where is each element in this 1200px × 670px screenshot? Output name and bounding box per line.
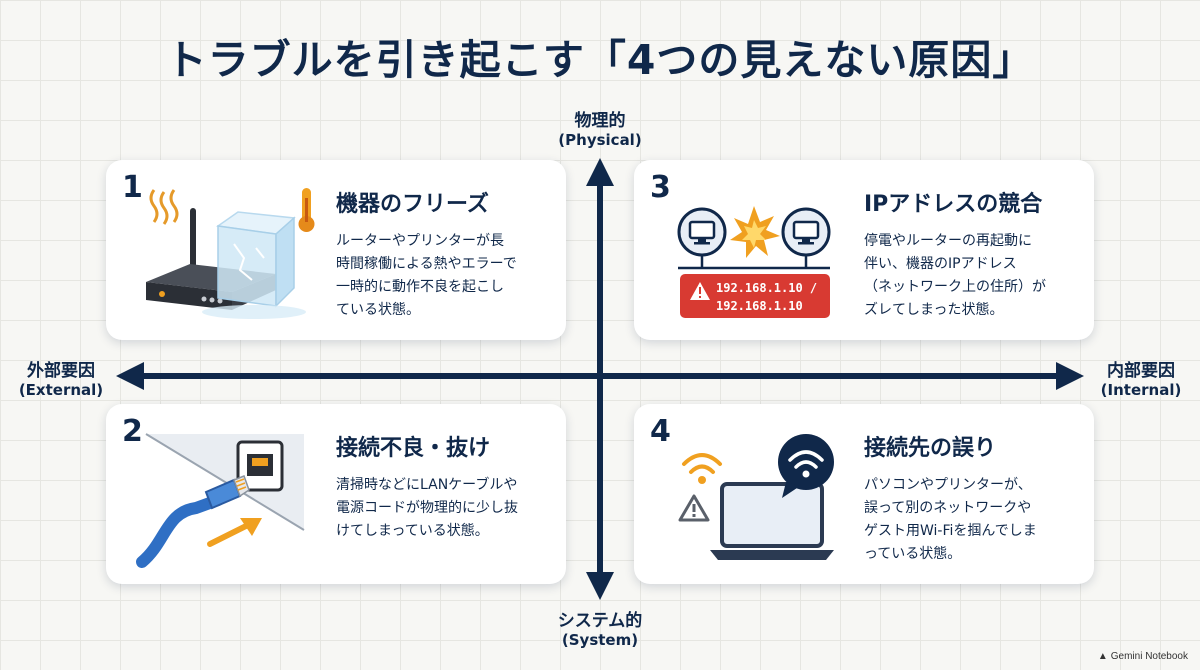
ip-badge-line-1: 192.168.1.10 / — [716, 281, 817, 295]
ip-badge-line-2: 192.168.1.10 — [716, 299, 803, 313]
card-title: 接続不良・抜け — [336, 436, 491, 461]
brand-logo-icon: ▲ — [1097, 651, 1108, 662]
card-description: 清掃時などにLANケーブルや 電源コードが物理的に少し抜 けてしまっている状態。 — [336, 477, 518, 539]
footer-brand: ▲Gemini Notebook — [1097, 651, 1188, 662]
ip-conflict-icon: 192.168.1.10 / 192.168.1.10 — [677, 206, 831, 318]
card-number: 4 — [650, 414, 671, 449]
lan-cable-icon — [136, 433, 305, 568]
card-number: 3 — [650, 170, 671, 205]
card-title: 接続先の誤り — [864, 436, 997, 461]
axis-label-internal: 内部要因 (Internal) — [1100, 361, 1182, 399]
card-title: 機器のフリーズ — [336, 192, 489, 217]
axis-label-physical: 物理的 (Physical) — [558, 111, 642, 149]
laptop-wifi-icon — [678, 434, 834, 560]
cause-card-loose-connection: 2 接続不良・抜け 清掃時などにLANケーブルや 電源コードが物理的に少し抜 け… — [106, 404, 566, 584]
axis-label-system: システム的 (System) — [557, 611, 643, 649]
axis-label-external: 外部要因 (External) — [18, 361, 104, 399]
card-number: 2 — [122, 414, 143, 449]
card-description: ルーターやプリンターが長 時間稼働による熱やエラーで 一時的に動作不良を起こし … — [336, 233, 517, 318]
card-number: 1 — [122, 170, 143, 205]
cause-card-ip-conflict: 3 192.168.1.10 / 192.168.1.10 IPアドレスの競合 … — [634, 160, 1094, 340]
card-description: パソコンやプリンターが、 誤って別のネットワークや ゲスト用Wi-Fiを掴んでし… — [864, 477, 1037, 562]
frozen-router-icon — [146, 188, 315, 319]
card-description: 停電やルーターの再起動に 伴い、機器のIPアドレス （ネットワーク上の住所）が … — [864, 233, 1046, 318]
cause-card-wrong-network: 4 接続先の誤り パソコンやプリンターが、 誤って別のネットワークや ゲスト用W… — [634, 404, 1094, 584]
page-title: トラブルを引き起こす「4つの見えない原因」 — [165, 36, 1035, 84]
cause-card-freeze: 1 機器のフリーズ ルーターやプリンターが長 時間稼働による熱やエラーで 一時的… — [106, 160, 566, 340]
card-title: IPアドレスの競合 — [864, 192, 1043, 217]
